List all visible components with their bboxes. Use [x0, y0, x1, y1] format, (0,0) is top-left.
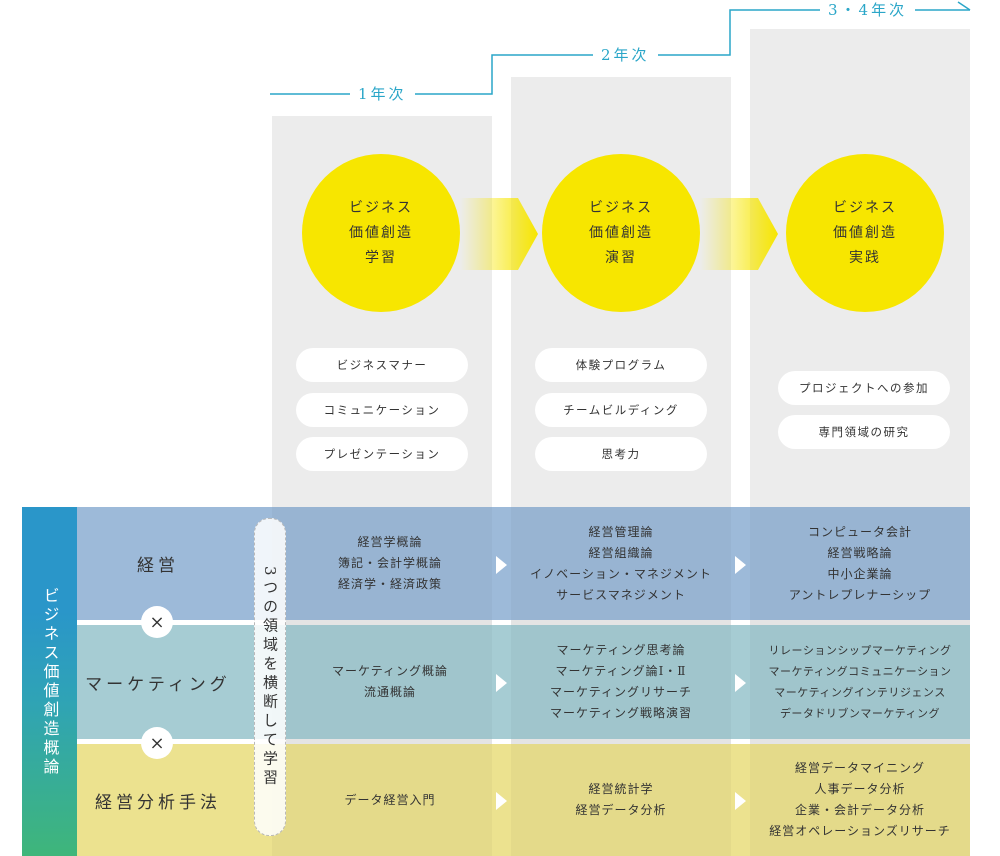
- skill-pill: プロジェクトへの参加: [778, 371, 950, 405]
- stage-line: ビジネス: [833, 199, 897, 216]
- course-name: 経営データ分析: [575, 803, 667, 817]
- course-name: 経営学概論: [357, 535, 423, 549]
- progress-arrow-2: [700, 198, 778, 270]
- course-name: 中小企業論: [827, 566, 893, 581]
- skill-pill: 思考力: [535, 437, 707, 471]
- course-name: アントレプレナーシップ: [788, 587, 932, 602]
- domain-title-marketing: マーケティング: [85, 674, 231, 695]
- progress-arrow-1: [460, 198, 538, 270]
- course-name: マーケティング思考論: [556, 643, 686, 657]
- skill-pill: コミュニケーション: [296, 393, 468, 427]
- cross-domain-box: 3つの領域を横断して学習: [254, 518, 286, 836]
- year34-label: 3・4年次: [820, 0, 916, 20]
- stage-circle-learning: ビジネス 価値創造 学習: [302, 154, 460, 312]
- stage-line: 価値創造: [833, 224, 897, 241]
- skill-pill: 専門領域の研究: [778, 415, 950, 449]
- course-name: 経営オペレーションズリサーチ: [769, 824, 951, 838]
- course-name: 企業・会計データ分析: [794, 803, 925, 817]
- course-name: マーケティングインテリジェンス: [774, 686, 946, 699]
- course-name: 経営戦略論: [827, 545, 893, 560]
- course-cell-marketing-year1: マーケティング概論 流通概論: [290, 625, 490, 739]
- course-cell-marketing-year34: リレーションシップマーケティング マーケティングコミュニケーション マーケティン…: [750, 625, 970, 739]
- course-name: 経営管理論: [588, 524, 654, 539]
- progress-triangle-icon: [496, 792, 507, 810]
- course-cell-management-year34: コンピュータ会計 経営戦略論 中小企業論 アントレプレナーシップ: [750, 507, 970, 620]
- year1-label: 1年次: [350, 84, 415, 104]
- course-name: マーケティング戦略演習: [549, 706, 693, 720]
- course-name: データ経営入門: [344, 792, 436, 807]
- side-label-box: ビジネス価値創造概論: [22, 507, 77, 856]
- domain-title-analysis: 経営分析手法: [95, 792, 221, 813]
- course-name: イノベーション・マネジメント: [530, 566, 712, 581]
- course-name: マーケティング論Ⅰ・Ⅱ: [555, 664, 687, 678]
- course-cell-marketing-year2: マーケティング思考論 マーケティング論Ⅰ・Ⅱ マーケティングリサーチ マーケティ…: [511, 625, 731, 739]
- stage-line: 価値創造: [349, 224, 413, 241]
- cross-icon: ×: [141, 606, 173, 638]
- course-cell-management-year1: 経営学概論 簿記・会計学概論 経済学・経済政策: [290, 507, 490, 620]
- side-label-text: ビジネス価値創造概論: [40, 586, 60, 777]
- course-name: 経営統計学: [588, 782, 654, 796]
- progress-triangle-icon: [735, 792, 746, 810]
- stage-line: 実践: [849, 249, 881, 266]
- domain-title-management: 経営: [137, 556, 179, 576]
- course-name: 人事データ分析: [814, 782, 906, 796]
- course-name: マーケティングリサーチ: [549, 685, 693, 699]
- stage-line: 価値創造: [589, 224, 653, 241]
- course-cell-analysis-year2: 経営統計学 経営データ分析: [511, 744, 731, 856]
- stage-line: ビジネス: [589, 199, 653, 216]
- year2-label: 2年次: [593, 45, 658, 65]
- progress-triangle-icon: [496, 556, 507, 574]
- stage-circle-execution: ビジネス 価値創造 実践: [786, 154, 944, 312]
- course-cell-management-year2: 経営管理論 経営組織論 イノベーション・マネジメント サービスマネジメント: [511, 507, 731, 620]
- cross-domain-text: 3つの領域を横断して学習: [261, 565, 279, 789]
- stage-line: 学習: [365, 249, 397, 266]
- course-name: 経営組織論: [588, 545, 654, 560]
- stage-line: ビジネス: [349, 199, 413, 216]
- course-cell-analysis-year1: データ経営入門: [290, 744, 490, 856]
- skill-pill: 体験プログラム: [535, 348, 707, 382]
- course-name: 流通概論: [363, 685, 416, 699]
- progress-triangle-icon: [496, 674, 507, 692]
- cross-icon: ×: [141, 727, 173, 759]
- course-name: 経済学・経済政策: [337, 577, 442, 591]
- course-name: 経営データマイニング: [794, 761, 925, 775]
- skill-pill: チームビルディング: [535, 393, 707, 427]
- skill-pill: ビジネスマナー: [296, 348, 468, 382]
- stage-circle-practice: ビジネス 価値創造 演習: [542, 154, 700, 312]
- course-name: リレーションシップマーケティング: [768, 644, 952, 657]
- progress-triangle-icon: [735, 674, 746, 692]
- course-name: コンピュータ会計: [807, 524, 912, 539]
- course-name: マーケティングコミュニケーション: [768, 665, 952, 678]
- course-name: 簿記・会計学概論: [337, 556, 442, 570]
- course-name: データドリブンマーケティング: [779, 707, 941, 720]
- course-cell-analysis-year34: 経営データマイニング 人事データ分析 企業・会計データ分析 経営オペレーションズ…: [750, 744, 970, 856]
- skill-pill: プレゼンテーション: [296, 437, 468, 471]
- progress-triangle-icon: [735, 556, 746, 574]
- course-name: マーケティング概論: [331, 664, 449, 678]
- course-name: サービスマネジメント: [556, 587, 686, 602]
- stage-line: 演習: [605, 249, 637, 266]
